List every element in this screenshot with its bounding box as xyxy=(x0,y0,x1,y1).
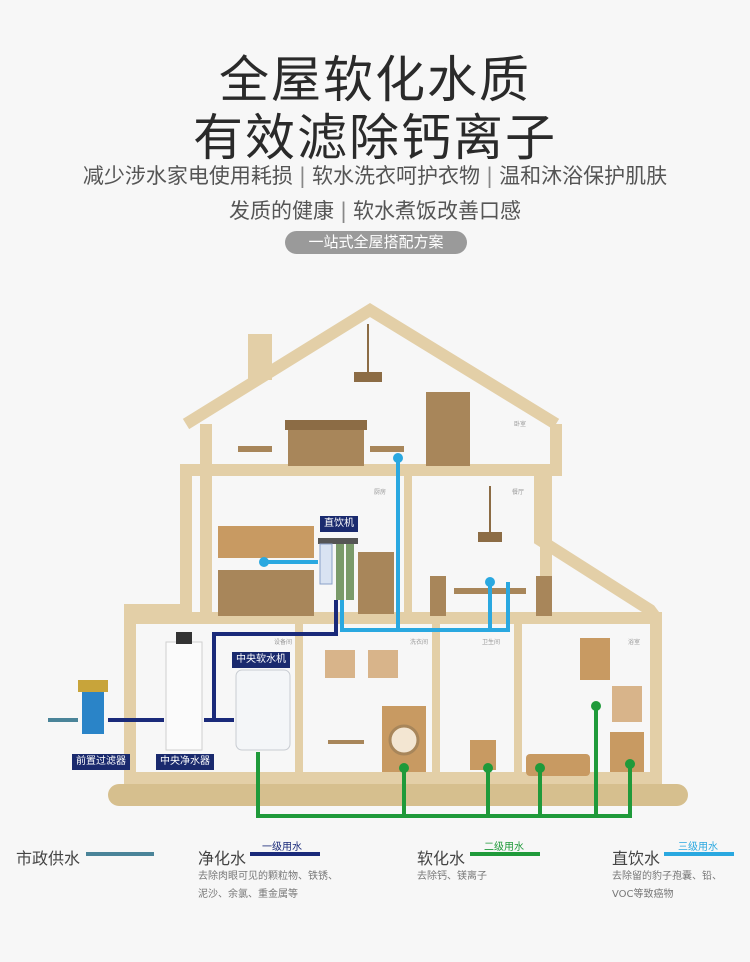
legend-softened-name: 软化水 xyxy=(417,849,466,868)
legend-purified-desc-1: 去除肉眼可见的颗粒物、铁锈、 xyxy=(198,871,338,882)
divider: | xyxy=(339,199,348,223)
kitchen-cabinet-top xyxy=(218,526,314,558)
bath-mirror xyxy=(612,686,642,722)
title-line-1: 全屋软化水质 xyxy=(219,51,531,109)
legend-drinking-desc-1: 去除留的豹子孢囊、铅、 xyxy=(612,871,722,882)
device-tag-pre-filter: 前置过滤器 xyxy=(72,754,130,770)
bed xyxy=(288,428,364,466)
room-label-equipment: 设备间 xyxy=(274,638,292,646)
divider-laundry xyxy=(432,618,440,778)
floor-1 xyxy=(124,614,660,622)
room-label-dining: 餐厅 xyxy=(512,488,524,496)
device-tag-direct-drink: 直饮机 xyxy=(320,516,358,532)
device-tag-central-purifier: 中央净水器 xyxy=(156,754,214,770)
tap-point-bath xyxy=(535,763,545,773)
legend-drinking-desc-2: VOC等致癌物 xyxy=(612,889,674,900)
tap-point-laundry xyxy=(399,763,409,773)
divider-equip xyxy=(295,618,303,778)
house-mid-outline xyxy=(124,424,212,618)
room-label-kitchen: 厨房 xyxy=(374,488,386,496)
benefit-cooking: 软水煮饭改善口感 xyxy=(353,199,522,223)
kitchen-cabinet-bottom xyxy=(218,570,314,616)
legend-drinking-level: 三级用水 xyxy=(678,842,718,853)
legend-softened-desc-1: 去除钙、镁离子 xyxy=(417,871,487,882)
divider-kitchen-dining xyxy=(404,470,412,618)
legend-softened-bar xyxy=(470,852,540,856)
dining-lamp xyxy=(478,532,502,542)
dining-chair-right xyxy=(536,576,552,616)
water-heater xyxy=(580,638,610,680)
legend-purified-desc: 去除肉眼可见的颗粒物、铁锈、 泥沙、余氯、重金属等 xyxy=(198,868,338,904)
legend-softened-desc: 去除钙、镁离子 xyxy=(417,868,487,886)
tap-point-kitchen xyxy=(259,557,269,567)
divider: | xyxy=(486,164,494,188)
tap-point-dining xyxy=(485,577,495,587)
legend-purified-level: 一级用水 xyxy=(262,842,302,853)
legend-drinking-name: 直饮水 xyxy=(612,849,661,868)
legend-drinking-desc: 去除留的豹子孢囊、铅、 VOC等致癌物 xyxy=(612,868,722,904)
refrigerator xyxy=(358,552,394,614)
tap-point-heater xyxy=(591,701,601,711)
ceiling-lamp xyxy=(354,372,382,382)
room-label-bedroom: 卧室 xyxy=(514,420,526,428)
device-tag-central-softener: 中央软水机 xyxy=(232,652,290,668)
tap-point-toilet xyxy=(483,763,493,773)
tap-point-bedroom xyxy=(393,453,403,463)
legend-municipal-bar xyxy=(86,852,154,856)
legend-municipal-name: 市政供水 xyxy=(16,849,81,868)
central-softener-body xyxy=(235,669,291,751)
subtitle-line-2: 发质的健康|软水煮饭改善口感 xyxy=(0,195,750,225)
shirt-1 xyxy=(325,650,355,678)
pipe-softened-main xyxy=(256,752,632,818)
subtitle-line-1: 减少涉水家电使用耗损|软水洗衣呵护衣物|温和沐浴保护肌肤 xyxy=(0,160,750,190)
legend-drinking-bar xyxy=(664,852,734,856)
room-label-laundry: 洗衣间 xyxy=(410,638,428,646)
central-purifier-head xyxy=(176,632,192,644)
pre-filter-unit xyxy=(78,680,108,734)
room-label-bath: 浴室 xyxy=(628,638,640,646)
benefit-hair: 发质的健康 xyxy=(228,199,334,223)
tap-point-cabinet xyxy=(625,759,635,769)
pipe-purified-3 xyxy=(212,600,338,720)
house-roof-outline xyxy=(182,302,560,430)
wardrobe xyxy=(426,392,470,466)
nightstand-right xyxy=(370,446,404,452)
shirt-2 xyxy=(368,650,398,678)
benefit-laundry: 软水洗衣呵护衣物 xyxy=(312,164,480,188)
direct-drink-filter-unit xyxy=(318,538,358,600)
divider-toilet xyxy=(514,618,522,778)
house-diagram: 卧室 厨房 餐厅 设备间 洗衣间 卫生间 浴室 xyxy=(48,302,688,818)
legend-purified-desc-2: 泥沙、余氯、重金属等 xyxy=(198,889,298,900)
bed-headboard xyxy=(285,420,367,430)
ironing-stand xyxy=(328,740,364,744)
solution-badge: 一站式全屋搭配方案 xyxy=(285,231,467,254)
pipe-drinking-main xyxy=(340,582,510,632)
dining-chair-left xyxy=(430,576,446,616)
central-purifier-tank xyxy=(165,641,203,751)
bathtub xyxy=(526,754,590,776)
benefit-appliance: 减少涉水家电使用耗损 xyxy=(82,164,293,188)
title-line-2: 有效滤除钙离子 xyxy=(193,109,557,167)
room-label-toilet: 卫生间 xyxy=(482,638,500,646)
floor-2 xyxy=(200,466,550,474)
washing-machine-door xyxy=(388,724,420,756)
divider: | xyxy=(298,164,306,188)
nightstand-left xyxy=(238,446,272,452)
benefit-bath: 温和沐浴保护肌肤 xyxy=(499,164,668,188)
chimney xyxy=(248,334,272,380)
ground-slab xyxy=(108,784,688,806)
house-mid-right xyxy=(534,424,661,622)
legend-purified-bar xyxy=(250,852,320,856)
legend-purified-name: 净化水 xyxy=(198,849,247,868)
legend-softened-level: 二级用水 xyxy=(484,842,524,853)
